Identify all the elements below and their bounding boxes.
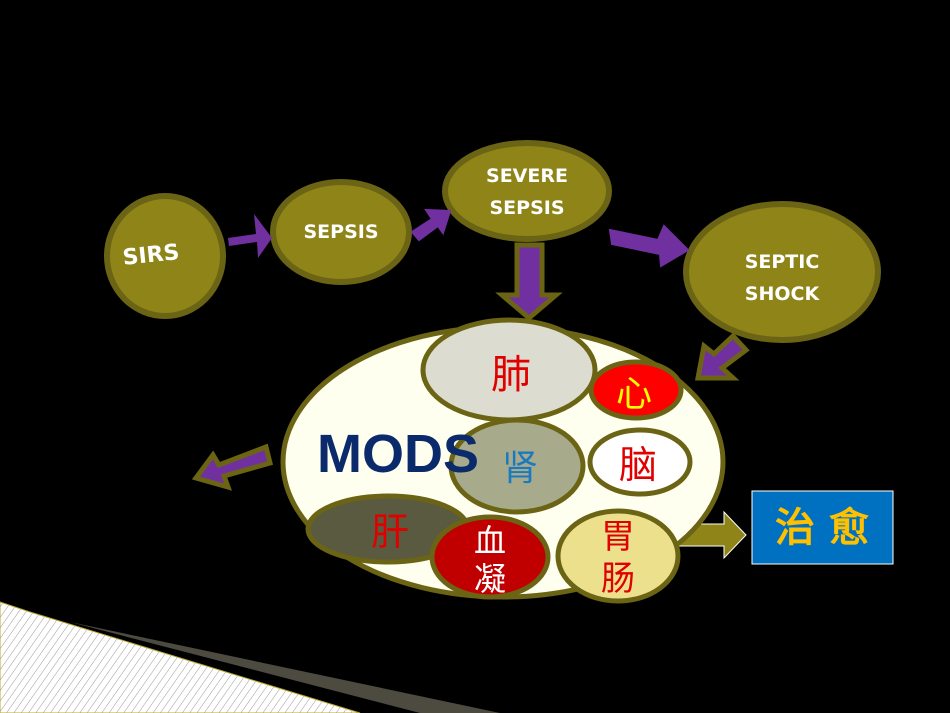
decorative-swoosh <box>0 601 500 713</box>
node-severe-sepsis-line2: SEPSIS <box>489 197 564 219</box>
node-sirs: SIRS <box>104 193 226 319</box>
node-sepsis: SEPSIS <box>270 179 412 285</box>
arrow-severe-to-mods <box>495 242 563 322</box>
organ-coagulation-line1: 血 <box>474 522 506 560</box>
organ-lung-label: 肺 <box>491 352 531 398</box>
arrow-sirs-to-sepsis <box>228 214 272 258</box>
outcome-label: 治 愈 <box>775 504 869 551</box>
arrow-septic-shock-to-mods <box>694 332 750 381</box>
organ-heart: 心 <box>588 359 684 421</box>
node-severe-sepsis-line1: SEVERE <box>486 165 568 187</box>
organ-gut: 胃 肠 <box>555 508 681 604</box>
organ-lung: 肺 <box>420 317 598 423</box>
node-septic-shock-line1: SEPTIC <box>745 251 820 273</box>
node-sirs-label: SIRS <box>121 240 180 271</box>
outcome-box: 治 愈 <box>751 490 894 565</box>
organ-liver-label: 肝 <box>371 510 409 554</box>
arrow-to-outcome <box>677 510 747 560</box>
node-septic-shock-line2: SHOCK <box>745 283 821 305</box>
organ-gut-line2: 肠 <box>601 559 635 599</box>
organ-heart-label: 心 <box>616 374 652 415</box>
organ-brain-label: 脑 <box>619 443 657 487</box>
organ-coagulation-line2: 凝 <box>474 560 506 598</box>
organ-kidney-label: 肾 <box>502 448 538 489</box>
node-severe-sepsis: SEVERE SEPSIS <box>442 140 612 242</box>
arrow-severe-to-septic-shock <box>608 224 690 268</box>
node-sepsis-label: SEPSIS <box>303 221 378 243</box>
node-septic-shock: SEPTIC SHOCK <box>683 201 881 343</box>
organ-coagulation: 血 凝 <box>429 514 551 600</box>
arrow-mods-to-left <box>191 443 274 491</box>
organ-gut-line1: 胃 <box>601 517 635 557</box>
arrow-sepsis-to-severe <box>410 208 452 242</box>
mods-label: MODS <box>317 424 479 484</box>
organ-brain: 脑 <box>587 427 693 497</box>
